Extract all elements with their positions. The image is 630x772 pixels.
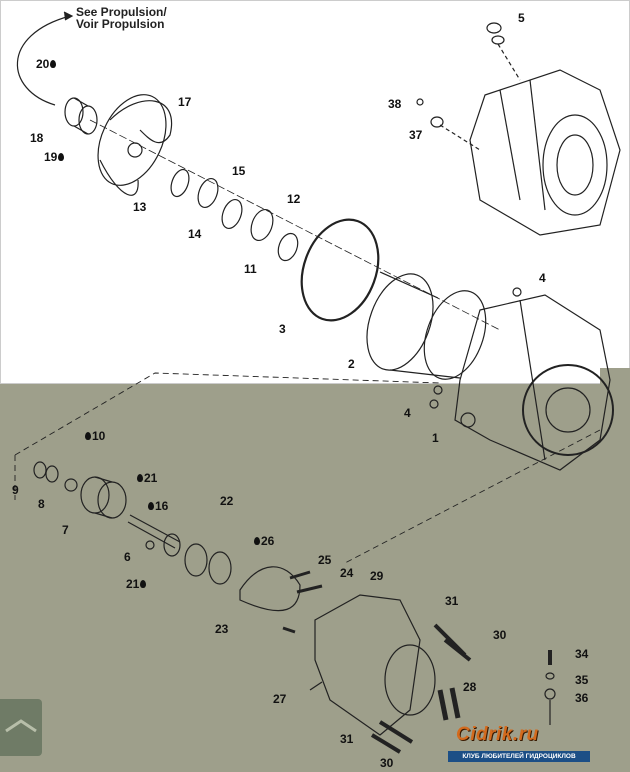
callout-text: 26 (261, 534, 275, 548)
callout-28: 28 (463, 680, 477, 694)
part-7-bearing (80, 476, 127, 519)
parts-34-36-stack (544, 650, 556, 725)
cidrik-watermark-logo: Cidrik.ru КЛУБ ЛЮБИТЕЛЕЙ ГИДРОЦИКЛОВ (448, 722, 598, 766)
lubricant-drop-icon (148, 502, 154, 510)
callout-4: 4 (539, 271, 546, 285)
callout-18: 18 (30, 131, 44, 145)
part-38-plug (416, 98, 424, 106)
part-37-bushing (430, 116, 444, 128)
panel-overlap (600, 368, 630, 384)
part-3-wear-ring (300, 218, 380, 322)
part-11-oring (277, 232, 299, 262)
note-line-2: Voir Propulsion (76, 17, 165, 31)
callout-26: 26 (253, 535, 274, 547)
part-18-sleeve (64, 97, 98, 135)
callout-13: 13 (133, 200, 147, 214)
part-14-ring (221, 198, 243, 230)
part-30-bolts (370, 623, 472, 754)
callout-text: 10 (92, 429, 106, 443)
callout-27: 27 (273, 692, 287, 706)
callout-5: 5 (518, 11, 525, 25)
callout-text: 19 (44, 150, 58, 164)
chevron-up-icon (5, 719, 37, 733)
diagram-upper-panel (0, 0, 630, 384)
callout-19: 19 (44, 151, 65, 163)
lubricant-drop-icon (137, 474, 143, 482)
callout-16: 16 (147, 500, 168, 512)
part-9-sleeve (33, 461, 59, 483)
part-1-pump-housing (454, 294, 614, 471)
callout-1: 1 (432, 431, 439, 445)
part-13-circlip (170, 168, 190, 198)
callout-23: 23 (215, 622, 229, 636)
part-22-oring-a (184, 543, 208, 577)
callout-17: 17 (178, 95, 192, 109)
part-17-impeller (97, 94, 173, 196)
scroll-to-top-button[interactable] (0, 699, 42, 756)
lubricant-drop-icon (140, 580, 147, 588)
callout-22: 22 (220, 494, 234, 508)
part-8-oring (64, 478, 78, 492)
part-4-bolts (429, 287, 522, 409)
callout-text: 20 (36, 57, 50, 71)
callout-text: 16 (155, 499, 169, 513)
callout-14: 14 (188, 227, 202, 241)
callout-8: 8 (38, 497, 45, 511)
part-28-linkage (437, 687, 461, 721)
callout-21: 21 (126, 578, 147, 590)
callout-text: 21 (144, 471, 158, 485)
callout-38: 38 (388, 97, 402, 111)
callout-4: 4 (404, 406, 411, 420)
callout-9: 9 (12, 483, 19, 497)
callout-3: 3 (279, 322, 286, 336)
upper-pump-housing (469, 69, 621, 236)
assembly-boundary (14, 372, 601, 564)
propulsion-arrow (16, 15, 71, 106)
part-5-nut (486, 22, 521, 81)
callout-35: 35 (575, 673, 589, 687)
callout-29: 29 (370, 569, 384, 583)
logo-subtitle: КЛУБ ЛЮБИТЕЛЕЙ ГИДРОЦИКЛОВ (448, 751, 590, 762)
callout-10: 10 (84, 430, 105, 442)
propulsion-reference-note: See Propulsion/ Voir Propulsion (76, 6, 167, 30)
callout-text: 21 (126, 577, 140, 591)
callout-11: 11 (244, 262, 257, 276)
callout-20: 20 (36, 58, 57, 70)
callout-6: 6 (124, 550, 131, 564)
callout-24: 24 (340, 566, 354, 580)
diagram-lower-panel (0, 384, 630, 772)
part-15-washer (197, 177, 219, 209)
callout-36: 36 (575, 691, 589, 705)
callout-34: 34 (575, 647, 589, 661)
part-25-24-screws (282, 570, 323, 634)
note-line-1: See Propulsion/ (76, 5, 167, 19)
lubricant-drop-icon (50, 60, 57, 68)
callout-31: 31 (340, 732, 354, 746)
lubricant-drop-icon (85, 432, 91, 440)
callout-21: 21 (136, 472, 157, 484)
lubricant-drop-icon (58, 153, 65, 161)
part-23-cone (239, 566, 301, 612)
logo-main-text: Cidrik.ru (456, 724, 539, 745)
part-12-seal (250, 208, 274, 242)
callout-12: 12 (287, 192, 301, 206)
part-6-shaft (127, 514, 181, 557)
callout-25: 25 (318, 553, 332, 567)
callout-2: 2 (348, 357, 355, 371)
callout-37: 37 (409, 128, 423, 142)
callout-7: 7 (62, 523, 69, 537)
callout-15: 15 (232, 164, 246, 178)
venturi-housing (309, 594, 436, 736)
callout-30: 30 (493, 628, 507, 642)
part-22-oring-b (208, 551, 232, 585)
callout-30: 30 (380, 756, 394, 770)
lubricant-drop-icon (254, 537, 260, 545)
callout-31: 31 (445, 594, 459, 608)
part-2-wear-sleeve (366, 271, 487, 380)
